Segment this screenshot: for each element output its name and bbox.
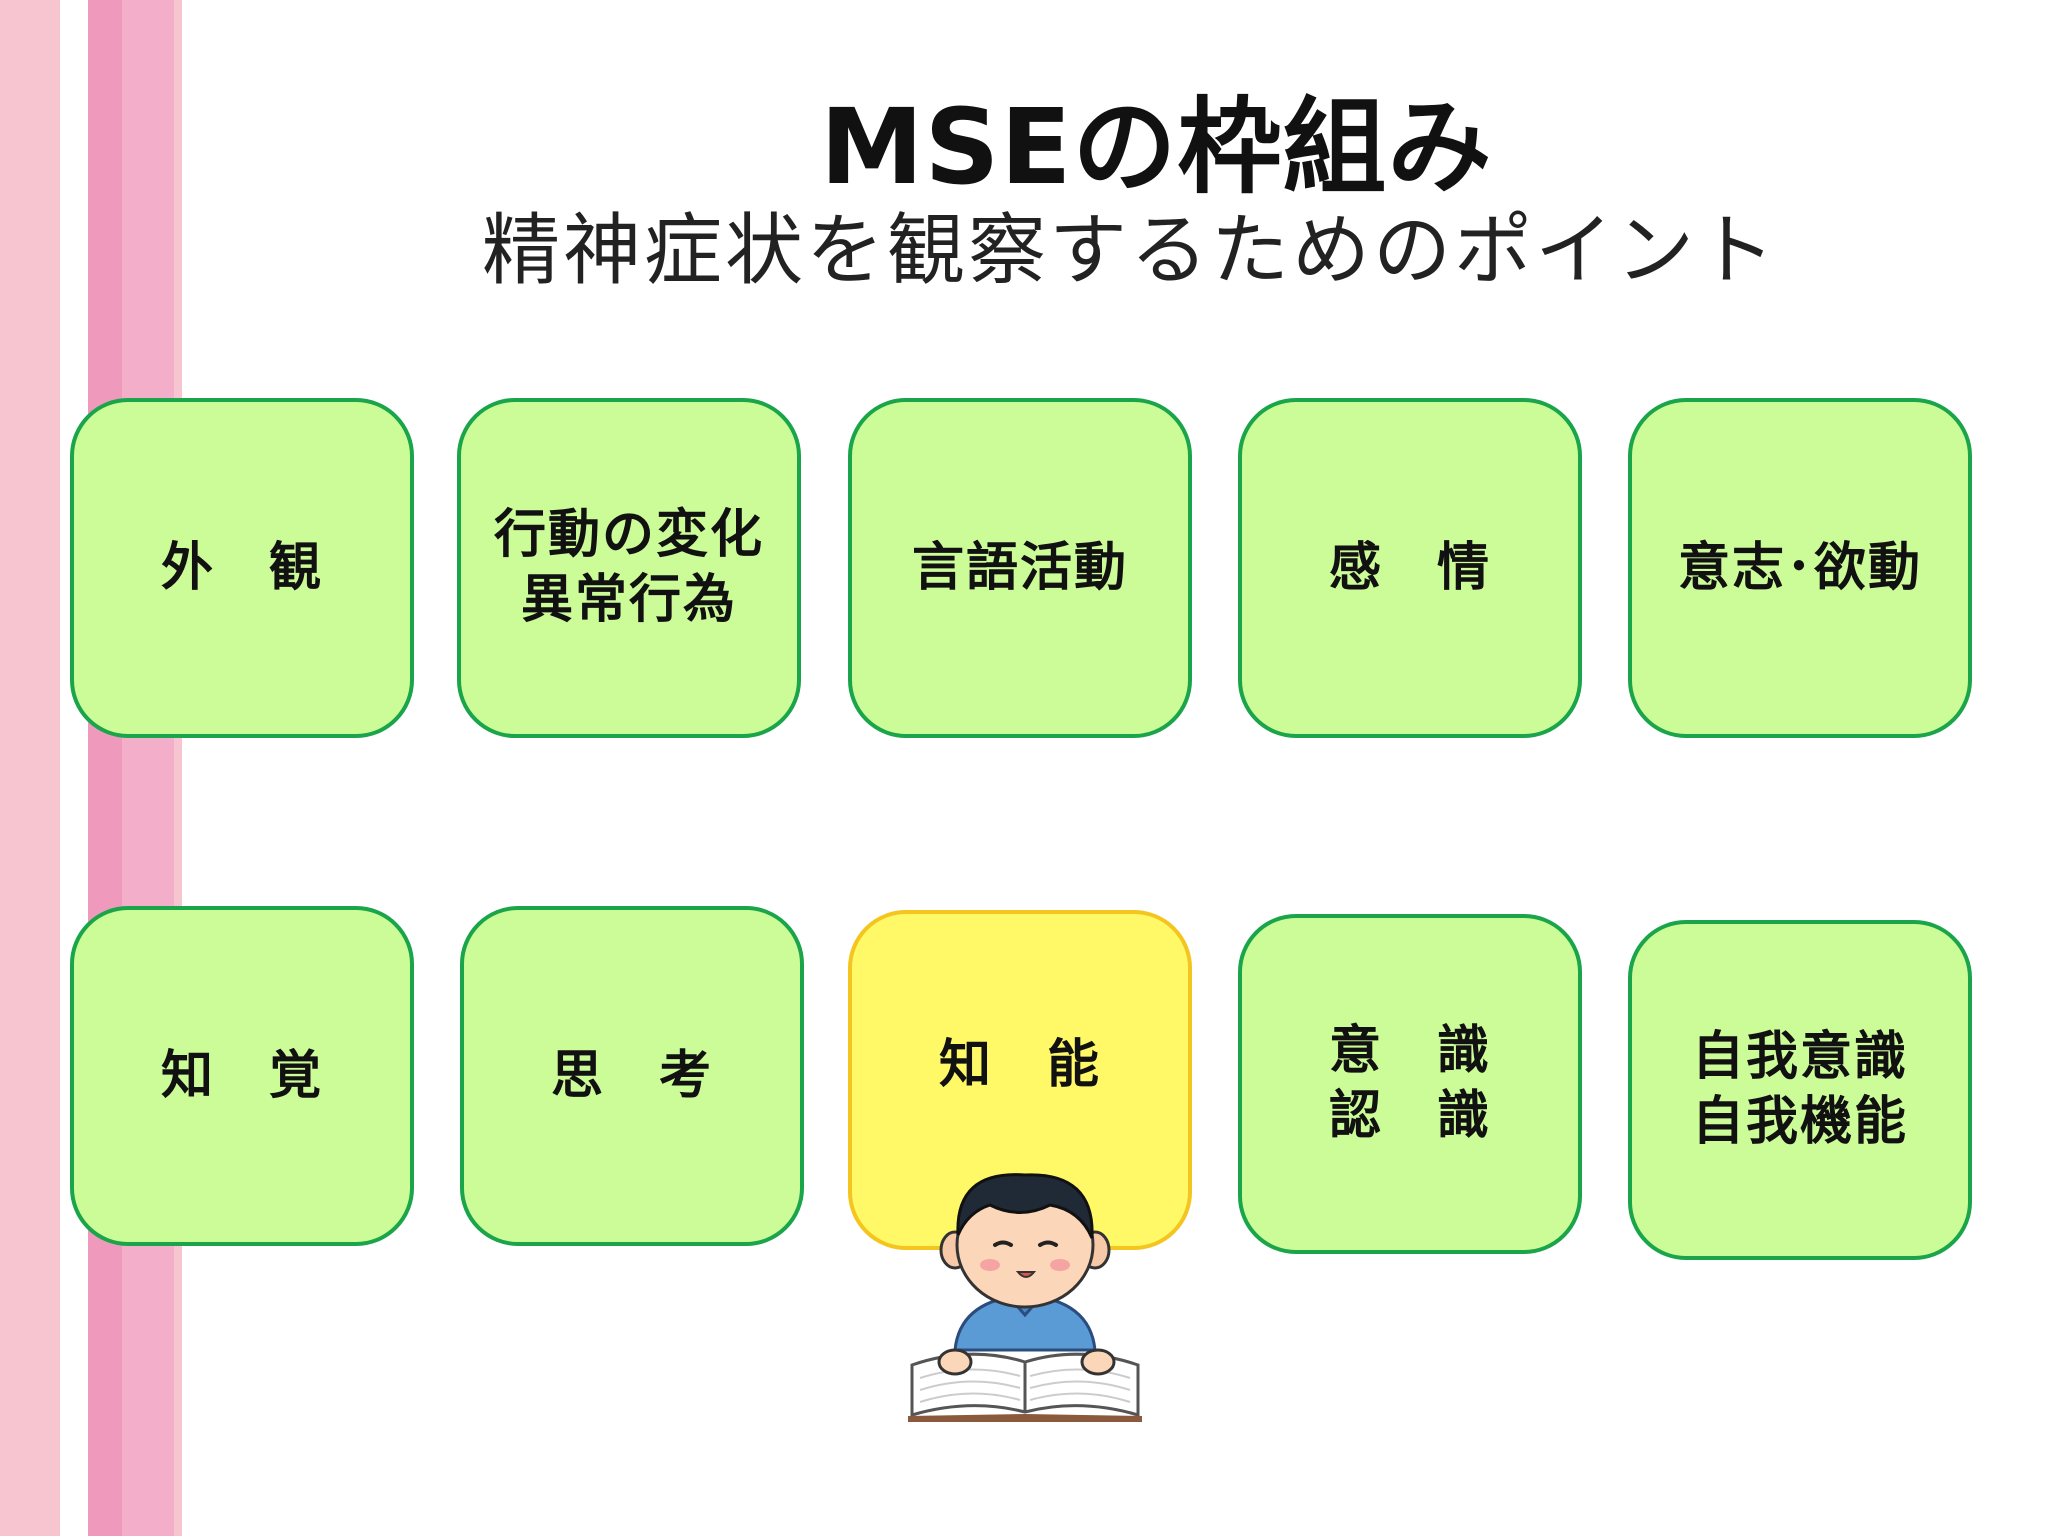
stripe-light [0, 0, 60, 1536]
card-affect: 感 情 [1238, 398, 1582, 738]
card-behavior-change: 行動の変化 異常行為 [457, 398, 801, 738]
card-perception: 知 覚 [70, 906, 414, 1246]
card-speech-activity: 言語活動 [848, 398, 1192, 738]
boy-reading-book-icon [908, 1173, 1142, 1422]
card-label: 外 観 [160, 537, 323, 598]
card-label: 行動の変化 異常行為 [493, 505, 764, 630]
card-ego-function: 自我意識 自我機能 [1628, 920, 1972, 1260]
card-volition-drive: 意志･欲動 [1628, 398, 1972, 738]
card-label: 自我意識 自我機能 [1691, 1027, 1908, 1152]
card-thought: 思 考 [460, 906, 804, 1246]
decorative-stripes [0, 0, 200, 1536]
card-label: 言語活動 [911, 537, 1128, 598]
card-label: 感 情 [1328, 537, 1491, 598]
card-appearance: 外 観 [70, 398, 414, 738]
stripe-thin [174, 0, 182, 1536]
card-label: 知 能 [938, 1034, 1101, 1095]
card-consciousness-cognition: 意 識 認 識 [1238, 914, 1582, 1254]
card-label: 意志･欲動 [1677, 537, 1922, 598]
page-subtitle: 精神症状を観察するためのポイント [482, 206, 1779, 296]
card-label: 意 識 認 識 [1328, 1021, 1491, 1146]
card-label: 思 考 [550, 1045, 713, 1106]
page-title: MSEの枠組み [820, 86, 1493, 208]
stripe-dark [88, 0, 122, 1536]
stripe-gap [66, 0, 88, 1536]
card-intelligence: 知 能 [848, 910, 1192, 1250]
stripe-medium [122, 0, 174, 1536]
card-label: 知 覚 [160, 1045, 323, 1106]
